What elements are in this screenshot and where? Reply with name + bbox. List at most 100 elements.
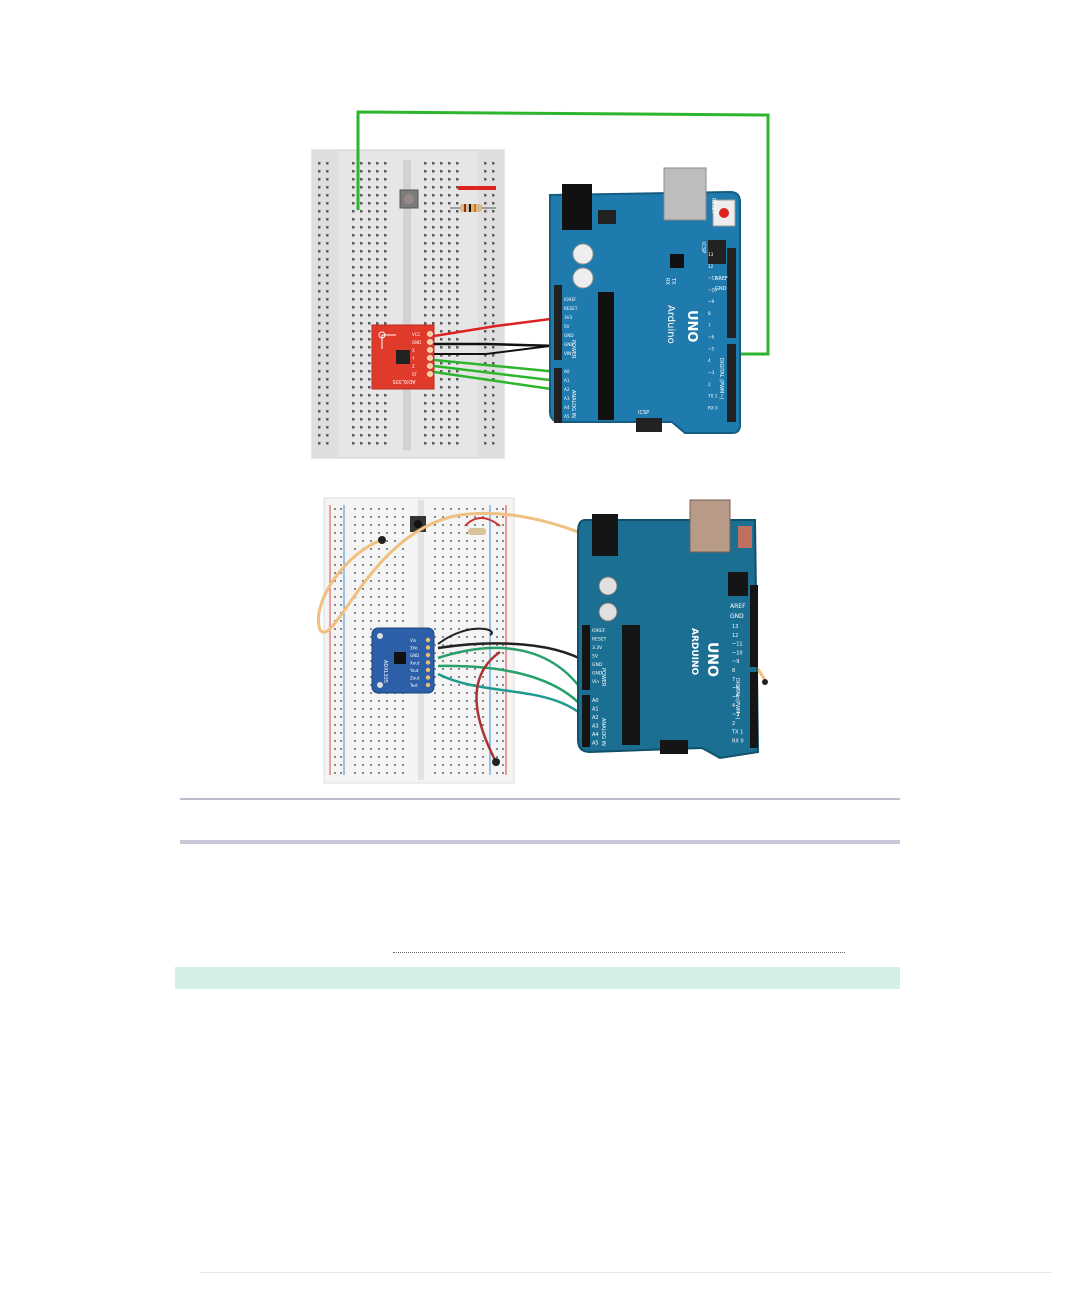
breadboard-hole — [352, 306, 355, 309]
photo-breadboard-hole — [434, 740, 436, 742]
breadboard-hole — [432, 250, 435, 253]
photo-breadboard-hole — [370, 700, 372, 702]
photo-breadboard-hole — [450, 636, 452, 638]
breadboard-hole — [492, 370, 495, 373]
pin-label: RX 0 — [732, 738, 744, 744]
photo-sensor-pin-hole — [425, 675, 431, 680]
breadboard-hole — [318, 378, 321, 381]
breadboard-hole — [376, 410, 379, 413]
accelerometer-chip — [396, 350, 410, 364]
photo-breadboard-hole — [458, 684, 460, 686]
photo-breadboard-hole — [502, 644, 504, 646]
photo-breadboard-hole — [386, 772, 388, 774]
breadboard-hole — [448, 346, 451, 349]
breadboard-hole — [384, 426, 387, 429]
photo-breadboard-hole — [340, 548, 342, 550]
photo-breadboard-hole — [370, 668, 372, 670]
pin-label: A0 — [564, 369, 570, 374]
breadboard-hole — [492, 410, 495, 413]
photo-breadboard-hole — [474, 540, 476, 542]
breadboard-hole — [424, 202, 427, 205]
breadboard-hole — [456, 186, 459, 189]
breadboard-hole — [440, 330, 443, 333]
photo-breadboard-hole — [458, 596, 460, 598]
breadboard-right-rail — [478, 150, 504, 458]
breadboard-hole — [326, 354, 329, 357]
breadboard-hole — [432, 242, 435, 245]
breadboard-hole — [360, 194, 363, 197]
photo-breadboard-hole — [402, 612, 404, 614]
photo-breadboard-hole — [378, 772, 380, 774]
breadboard-hole — [440, 210, 443, 213]
photo-breadboard-hole — [334, 764, 336, 766]
breadboard-hole — [326, 250, 329, 253]
breadboard-hole — [360, 322, 363, 325]
photo-breadboard-hole — [370, 724, 372, 726]
breadboard-hole — [326, 186, 329, 189]
photo-breadboard-hole — [334, 508, 336, 510]
photo-breadboard-hole — [474, 564, 476, 566]
breadboard-hole — [376, 218, 379, 221]
photo-breadboard-hole — [394, 596, 396, 598]
photo-wire-red — [475, 650, 501, 761]
photo-breadboard-hole — [466, 572, 468, 574]
photo-breadboard-hole — [386, 748, 388, 750]
resistor-band-3 — [474, 204, 476, 212]
breadboard-hole — [360, 426, 363, 429]
photo-breadboard-hole — [386, 540, 388, 542]
breadboard-hole — [352, 378, 355, 381]
photo-breadboard-hole — [496, 564, 498, 566]
photo-breadboard-hole — [482, 676, 484, 678]
breadboard-hole — [318, 394, 321, 397]
breadboard-hole — [484, 178, 487, 181]
breadboard-hole — [376, 306, 379, 309]
photo-breadboard-hole — [386, 580, 388, 582]
photo-breadboard-hole — [354, 716, 356, 718]
photo-breadboard-hole — [378, 580, 380, 582]
breadboard-hole — [440, 306, 443, 309]
photo-breadboard-hole — [340, 724, 342, 726]
photo-breadboard-hole — [496, 620, 498, 622]
photo-breadboard-hole — [370, 772, 372, 774]
breadboard-hole — [376, 242, 379, 245]
pin-label: ~6 — [708, 335, 715, 340]
breadboard-hole — [440, 362, 443, 365]
photo-breadboard-hole — [442, 684, 444, 686]
photo-breadboard-hole — [496, 644, 498, 646]
breadboard-hole — [448, 258, 451, 261]
photo-breadboard-hole — [370, 740, 372, 742]
pin-label: A2 — [564, 387, 570, 392]
photo-breadboard-hole — [378, 740, 380, 742]
breadboard-hole — [360, 202, 363, 205]
photo-breadboard-hole — [394, 508, 396, 510]
breadboard-hole — [424, 282, 427, 285]
breadboard-hole — [326, 386, 329, 389]
photo-accelerometer-chip — [394, 652, 406, 664]
breadboard-hole — [326, 306, 329, 309]
photo-breadboard-hole — [354, 604, 356, 606]
breadboard-hole — [484, 258, 487, 261]
photo-breadboard-hole — [334, 692, 336, 694]
photo-breadboard-hole — [354, 748, 356, 750]
photo-breadboard-hole — [370, 716, 372, 718]
breadboard-hole — [376, 394, 379, 397]
breadboard-hole — [424, 250, 427, 253]
breadboard-hole — [368, 266, 371, 269]
photo-breadboard-hole — [450, 532, 452, 534]
photo-breadboard-hole — [362, 700, 364, 702]
breadboard-hole — [440, 394, 443, 397]
photo-breadboard-hole — [378, 604, 380, 606]
photo-breadboard-hole — [442, 548, 444, 550]
breadboard-hole — [368, 338, 371, 341]
breadboard-hole — [448, 274, 451, 277]
photo-analog-label: ANALOG IN — [600, 718, 606, 746]
breadboard-hole — [448, 162, 451, 165]
breadboard-hole — [368, 226, 371, 229]
photo-breadboard-hole — [386, 756, 388, 758]
photo-wire-red-end — [492, 758, 500, 766]
breadboard-hole — [424, 178, 427, 181]
breadboard-hole — [368, 250, 371, 253]
breadboard-hole — [440, 218, 443, 221]
breadboard-hole — [360, 370, 363, 373]
breadboard-hole — [318, 234, 321, 237]
